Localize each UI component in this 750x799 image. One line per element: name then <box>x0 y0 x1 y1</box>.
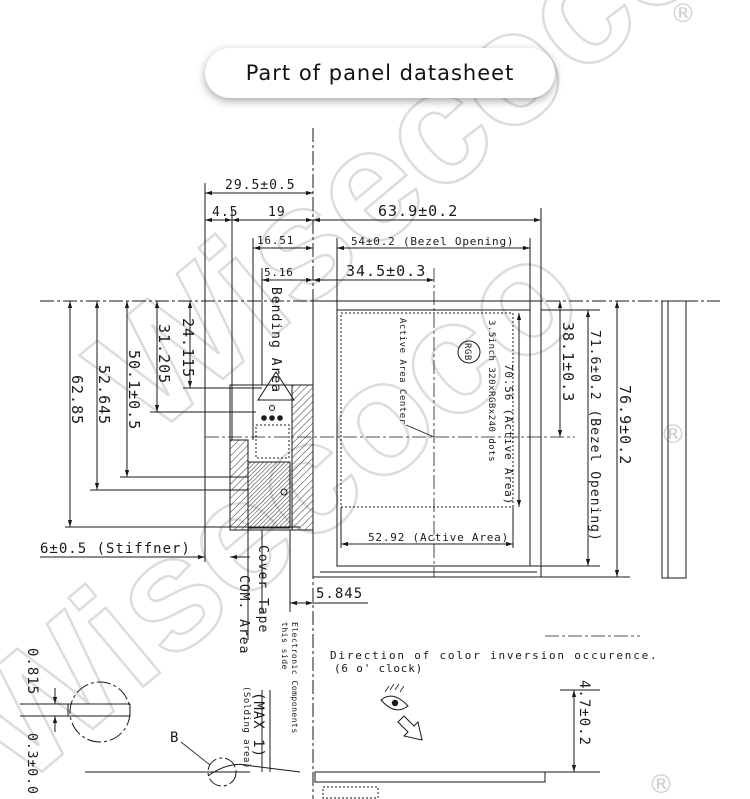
dim-stiffener-right: 19 <box>268 205 286 220</box>
stiffener-hatched-left <box>229 439 249 531</box>
view-direction-arrow-icon <box>397 715 423 741</box>
dim-left-3: 50.1±0.5 <box>125 350 143 430</box>
panel-side-profile <box>314 771 546 783</box>
dim-panel-width: 63.9±0.2 <box>378 202 458 220</box>
electronic-components-label: Electronic Components <box>290 622 299 734</box>
registered-mark-icon: ® <box>670 0 696 29</box>
eye-outline <box>380 695 409 711</box>
side-view-detail: 0.815 0.3±0.0 B (MAX 1) (Solding area) 4… <box>20 648 600 799</box>
component-dot <box>261 415 267 421</box>
panel-side-view <box>661 300 687 579</box>
total-thickness-label: 4.7±0.2 <box>576 680 592 746</box>
leader-line <box>180 741 211 766</box>
detail-circle <box>69 681 131 743</box>
max-label: (MAX 1) <box>250 692 266 758</box>
bezel-opening <box>336 309 531 567</box>
stiffener-label: 6±0.5 (Stiffner) <box>40 541 191 557</box>
inversion-clock-label: (6 o' clock) <box>334 662 423 675</box>
thickness-2-label: 0.3±0.0 <box>24 733 39 795</box>
this-side-label: this side <box>280 622 289 670</box>
panel-front-view: RGB Active Area Center 3.5inch 320xRGBx2… <box>312 300 542 578</box>
dim-left-5: 62.85 <box>68 375 86 425</box>
page-title: Part of panel datasheet <box>205 48 555 98</box>
alignment-hole <box>280 488 288 496</box>
offset-label: 5.845 <box>316 586 363 602</box>
detail-b-label: B <box>170 730 179 746</box>
dim-active-center-y: 38.1±0.3 <box>559 322 577 402</box>
component-dot <box>269 415 275 421</box>
rgb-marker <box>457 340 481 364</box>
fpc-bend <box>207 763 301 777</box>
stiffener-hatched-right <box>291 384 314 531</box>
dim-left-2: 31.205 <box>155 324 173 384</box>
rgb-label: RGB <box>462 343 472 361</box>
component-dot <box>277 415 283 421</box>
active-area-height-label: 70.56 (Active Area) <box>502 364 515 505</box>
dim-fpc-inner-offset: 5.16 <box>264 266 294 279</box>
bending-area-label: Bending Area <box>268 287 283 393</box>
inversion-direction-label: Direction of color inversion occurence. <box>330 649 658 662</box>
component-pad <box>269 405 275 411</box>
active-area-width-label: 52.92 (Active Area) <box>368 531 509 544</box>
right-dimensions: 38.1±0.3 71.6±0.2 (Bezel Opening) 76.9±0… <box>530 300 687 637</box>
soldering-area-label: (Solding area) <box>241 686 251 769</box>
dim-active-center-x: 34.5±0.3 <box>346 262 426 280</box>
cover-tape-label: Cover Tape <box>255 545 270 633</box>
dim-left-4: 52.645 <box>95 365 113 425</box>
component-outline <box>255 424 290 459</box>
registered-mark-icon: ® <box>648 770 674 799</box>
dim-panel-height: 76.9±0.2 <box>616 385 634 465</box>
thickness-1-label: 0.815 <box>24 648 40 695</box>
leader-line <box>405 424 435 438</box>
com-area-label: COM. Area <box>236 575 251 654</box>
active-area <box>340 312 514 508</box>
dim-left-1: 24.115 <box>179 318 197 378</box>
eye-pupil <box>391 699 399 707</box>
fpc-area: Bending Area 6±0.5 (Stiffner) Cover Tape… <box>40 287 368 734</box>
eye-icon <box>380 683 409 711</box>
bending-area-marker <box>257 371 295 401</box>
eye-lashes <box>384 683 405 693</box>
dim-stiffener-left: 4.5 <box>212 205 238 220</box>
panel-spec-label: 3.5inch 320xRGBx240 dots <box>486 320 496 462</box>
dim-bezel-height: 71.6±0.2 (Bezel Opening) <box>587 330 602 542</box>
inversion-note: Direction of color inversion occurence. … <box>330 649 658 741</box>
dim-fpc-offset: 16.51 <box>257 234 294 247</box>
top-dimensions: 29.5±0.5 4.5 19 63.9±0.2 16.51 54±0.2 (B… <box>204 178 542 562</box>
dim-bezel-width: 54±0.2 (Bezel Opening) <box>351 235 514 248</box>
active-area-center-label: Active Area Center <box>397 318 407 425</box>
dim-stiffener-total: 29.5±0.5 <box>225 178 296 193</box>
left-dimensions: 24.115 31.205 50.1±0.5 52.645 62.85 <box>65 301 300 528</box>
registered-mark-icon: ® <box>660 420 686 450</box>
component-outline <box>322 786 379 799</box>
